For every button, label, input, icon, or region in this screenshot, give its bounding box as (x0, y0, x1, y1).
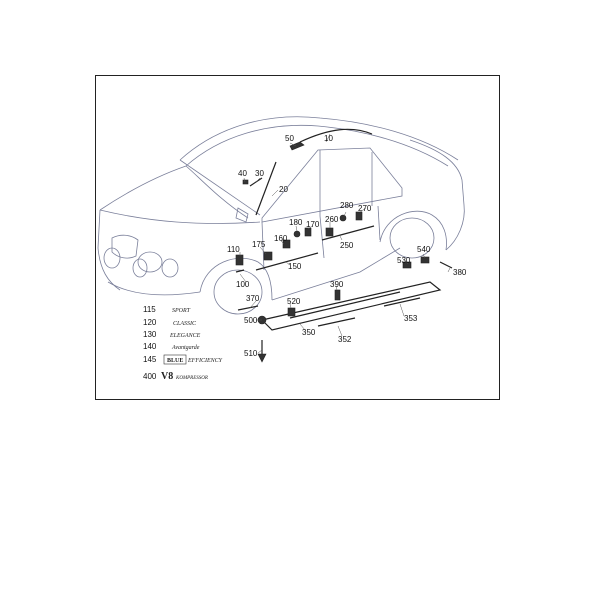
callout-175: 175 (252, 240, 266, 249)
clip-540 (420, 256, 430, 264)
side-sill-panel (260, 281, 442, 331)
clip-160 (282, 239, 291, 249)
callout-20: 20 (279, 185, 288, 194)
callout-labels: 50 10 40 30 20 280 270 180 170 260 160 2… (227, 134, 467, 358)
callout-353: 353 (404, 314, 418, 323)
clip-170 (304, 227, 312, 237)
badge-number: 115 (143, 305, 156, 314)
badge-number: 130 (143, 330, 157, 339)
callout-40: 40 (238, 169, 247, 178)
badge-emblem-classic: CLASSIC (173, 321, 197, 327)
callout-30: 30 (255, 169, 264, 178)
clip-110 (235, 254, 244, 266)
badge-emblem-elegance: ELEGANCE (169, 333, 201, 339)
clip-390 (334, 289, 341, 301)
badge-row-400: 400 V8 KOMPRESSOR (143, 371, 208, 382)
callout-110: 110 (227, 245, 240, 254)
bracket-370 (237, 305, 259, 311)
callout-270: 270 (358, 204, 372, 213)
callout-530: 530 (397, 256, 411, 265)
screw-380 (439, 261, 453, 269)
callout-370: 370 (246, 294, 260, 303)
badge-row-115: 115 SPORT (143, 305, 191, 314)
callout-100: 100 (236, 280, 250, 289)
pillar-trim (255, 161, 277, 216)
clip-260 (325, 227, 334, 237)
callout-352: 352 (338, 335, 352, 344)
badge-number: 145 (143, 355, 157, 364)
callout-160: 160 (274, 234, 288, 243)
callout-500: 500 (244, 316, 258, 325)
badge-emblem-box (163, 354, 187, 365)
screw-510-head (257, 353, 267, 363)
clip-175 (263, 251, 273, 261)
badge-emblem-sport: SPORT (172, 308, 191, 314)
badge-row-130: 130 ELEGANCE (143, 330, 201, 339)
badge-emblem-v8: V8 (161, 371, 173, 382)
clip-180 (293, 230, 301, 238)
door-molding-rear (321, 225, 375, 241)
callout-180: 180 (289, 218, 303, 227)
fender-trim (235, 269, 245, 273)
car-outline (97, 116, 465, 315)
badge-number: 120 (143, 318, 157, 327)
badge-emblem-efficiency: EFFICIENCY (187, 358, 223, 364)
callout-520: 520 (287, 297, 301, 306)
badge-emblem-blue: BLUE (167, 358, 183, 364)
callout-260: 260 (325, 215, 339, 224)
callout-380: 380 (453, 268, 467, 277)
callout-150: 150 (288, 262, 302, 271)
callout-510: 510 (244, 349, 258, 358)
clip-280 (339, 214, 347, 222)
badge-row-140: 140 Avantgarde (143, 342, 200, 351)
sill-strip-353 (383, 297, 421, 307)
callout-390: 390 (330, 280, 344, 289)
callout-280: 280 (340, 201, 354, 210)
door-molding-front (255, 252, 319, 271)
clip-520 (287, 307, 296, 317)
clip-50 (289, 141, 305, 151)
badge-number: 400 (143, 372, 157, 381)
clip-30 (249, 177, 263, 187)
callout-170: 170 (306, 220, 320, 229)
badge-emblem-kompressor: KOMPRESSOR (175, 376, 208, 381)
callout-540: 540 (417, 245, 431, 254)
badge-number: 140 (143, 342, 157, 351)
sill-line (289, 291, 401, 319)
callout-10: 10 (324, 134, 333, 143)
sill-strip-352 (317, 317, 356, 327)
badge-legend: 115 SPORT 120 CLASSIC 130 ELEGANCE 140 A… (143, 305, 223, 382)
badge-row-145: 145 BLUE EFFICIENCY (143, 354, 223, 365)
badge-emblem-avantgarde: Avantgarde (171, 345, 200, 351)
callout-250: 250 (340, 241, 354, 250)
badge-row-120: 120 CLASSIC (143, 318, 197, 327)
callout-50: 50 (285, 134, 294, 143)
callout-350: 350 (302, 328, 316, 337)
clip-270 (355, 211, 363, 221)
diagram-frame (95, 75, 500, 400)
leader-lines (239, 133, 451, 354)
roof-molding (299, 128, 373, 143)
clip-40 (242, 179, 249, 185)
